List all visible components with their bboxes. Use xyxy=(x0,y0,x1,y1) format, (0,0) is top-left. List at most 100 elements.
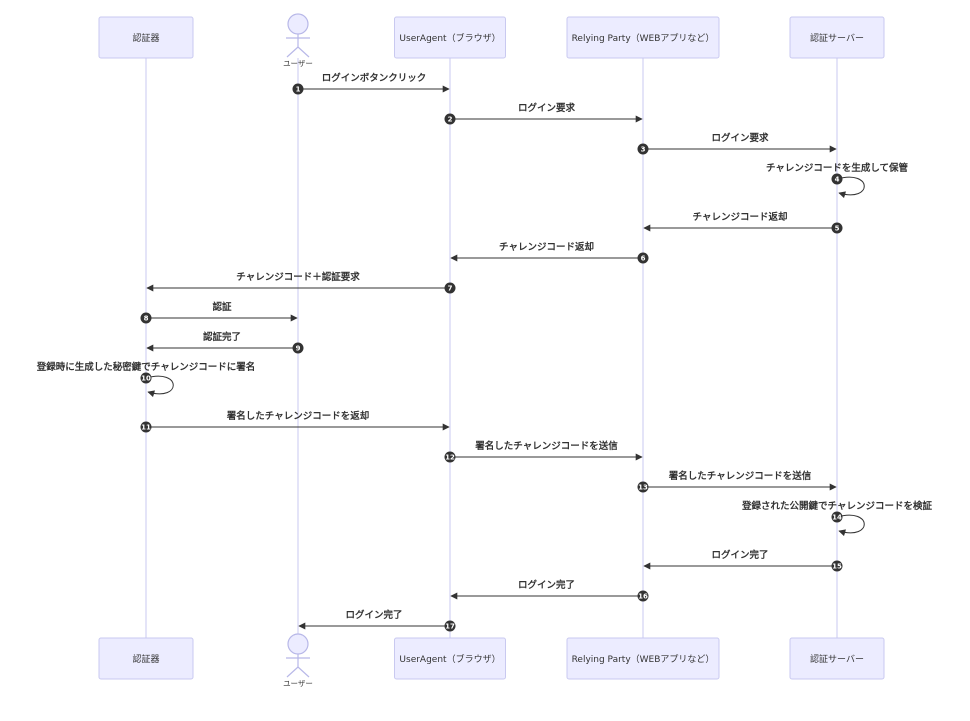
sequence-number-badge: 7 xyxy=(444,282,456,294)
message-2: ログイン要求 2 xyxy=(444,102,643,125)
participant-user-bottom: ユーザー xyxy=(283,633,313,688)
message-label: 登録時に生成した秘密鍵でチャレンジコードに署名 xyxy=(36,361,255,373)
message-17: ログイン完了 17 xyxy=(298,609,456,632)
sequence-number: 12 xyxy=(445,454,455,462)
participant-label: UserAgent（ブラウザ） xyxy=(399,32,500,44)
sequence-number-badge: 6 xyxy=(637,252,649,264)
participant-box xyxy=(98,637,194,680)
participant-label: 認証器 xyxy=(132,653,159,665)
participant-box xyxy=(394,637,506,680)
message-6: チャレンジコード返却 6 xyxy=(450,241,649,264)
message-8: 認証 8 xyxy=(140,301,298,324)
sequence-number-badge: 3 xyxy=(637,143,649,155)
message-label: ログイン完了 xyxy=(518,579,575,591)
message-label: 登録された公開鍵でチャレンジコードを検証 xyxy=(741,500,932,512)
participant-box xyxy=(566,16,720,59)
message-label: チャレンジコード返却 xyxy=(499,241,594,253)
message-15: ログイン完了 15 xyxy=(643,549,843,572)
sequence-number-badge: 9 xyxy=(292,342,304,354)
message-label: ログイン要求 xyxy=(518,102,576,114)
message-label: 認証完了 xyxy=(203,331,241,343)
sequence-number: 4 xyxy=(835,176,840,184)
message-label: チャレンジコード返却 xyxy=(693,211,788,223)
sequence-number: 13 xyxy=(638,484,648,492)
participant-ua-top: UserAgent（ブラウザ） xyxy=(394,16,506,59)
sequence-number-badge: 4 xyxy=(831,173,843,185)
message-label: ログイン要求 xyxy=(711,132,769,144)
participant-as-bottom: 認証サーバー xyxy=(789,637,885,680)
participant-label: ユーザー xyxy=(283,59,313,68)
participant-as-top: 認証サーバー xyxy=(789,16,885,59)
participant-box xyxy=(394,16,506,59)
participant-label: UserAgent（ブラウザ） xyxy=(399,653,500,665)
sequence-number: 9 xyxy=(296,345,301,353)
sequence-number: 14 xyxy=(832,514,842,522)
participant-auth-top: 認証器 xyxy=(98,16,194,59)
participant-label: 認証器 xyxy=(132,32,159,44)
message-arrow xyxy=(836,176,865,199)
message-11: 署名したチャレンジコードを返却 11 xyxy=(140,410,450,433)
participant-label: Relying Party（WEBアプリなど） xyxy=(572,33,715,44)
sequence-number-badge: 17 xyxy=(444,620,456,632)
sequence-number-badge: 8 xyxy=(140,312,152,324)
participant-label: 認証サーバー xyxy=(810,32,864,44)
participant-label: Relying Party（WEBアプリなど） xyxy=(572,654,715,665)
sequence-number: 16 xyxy=(638,593,648,601)
sequence-number: 6 xyxy=(641,255,646,263)
sequence-number: 11 xyxy=(141,424,151,432)
sequence-number: 1 xyxy=(296,86,301,94)
participant-label: ユーザー xyxy=(283,679,313,688)
participant-box xyxy=(98,16,194,59)
sequence-number-badge: 11 xyxy=(140,421,152,433)
message-5: チャレンジコード返却 5 xyxy=(643,211,843,234)
participant-rp-top: Relying Party（WEBアプリなど） xyxy=(566,16,720,59)
participant-ua-bottom: UserAgent（ブラウザ） xyxy=(394,637,506,680)
user-actor-icon xyxy=(286,633,310,678)
sequence-number: 17 xyxy=(445,623,455,631)
sequence-number-badge: 14 xyxy=(831,511,843,523)
message-4: チャレンジコードを生成して保管 4 xyxy=(766,162,909,199)
message-14: 登録された公開鍵でチャレンジコードを検証 14 xyxy=(741,500,932,537)
message-1: ログインボタンクリック 1 xyxy=(292,72,450,95)
sequence-number-badge: 16 xyxy=(637,590,649,602)
message-label: 認証 xyxy=(212,301,232,313)
message-13: 署名したチャレンジコードを送信 13 xyxy=(637,470,837,493)
message-label: ログイン完了 xyxy=(711,549,768,561)
participant-user-top: ユーザー xyxy=(283,13,313,68)
message-arrow xyxy=(145,375,174,398)
message-label: ログイン完了 xyxy=(345,609,402,621)
sequence-number-badge: 12 xyxy=(444,451,456,463)
message-label: 署名したチャレンジコードを送信 xyxy=(474,440,618,452)
sequence-number-badge: 2 xyxy=(444,113,456,125)
sequence-number: 7 xyxy=(448,285,453,293)
participant-box xyxy=(789,637,885,680)
message-label: 署名したチャレンジコードを送信 xyxy=(668,470,812,482)
message-label: チャレンジコードを生成して保管 xyxy=(766,162,909,174)
participant-auth-bottom: 認証器 xyxy=(98,637,194,680)
message-9: 認証完了 9 xyxy=(146,331,304,354)
participant-box xyxy=(566,637,720,680)
sequence-number: 2 xyxy=(448,116,453,124)
sequence-number: 15 xyxy=(832,563,842,571)
message-arrow xyxy=(836,514,865,537)
messages: ログインボタンクリック 1 ログイン要求 2 ログイン要求 3 チャレンジコードを生成して保… xyxy=(36,72,932,632)
message-16: ログイン完了 16 xyxy=(450,579,649,602)
sequence-number: 8 xyxy=(144,315,149,323)
sequence-number-badge: 10 xyxy=(140,372,152,384)
message-label: 署名したチャレンジコードを返却 xyxy=(226,410,369,422)
participant-box xyxy=(789,16,885,59)
message-3: ログイン要求 3 xyxy=(637,132,837,155)
sequence-number-badge: 15 xyxy=(831,560,843,572)
sequence-number: 5 xyxy=(835,225,840,233)
message-label: ログインボタンクリック xyxy=(322,72,427,84)
user-actor-icon xyxy=(286,13,310,58)
message-12: 署名したチャレンジコードを送信 12 xyxy=(444,440,643,463)
participant-label: 認証サーバー xyxy=(810,653,864,665)
sequence-number-badge: 5 xyxy=(831,222,843,234)
message-10: 登録時に生成した秘密鍵でチャレンジコードに署名 10 xyxy=(36,361,255,398)
sequence-number: 10 xyxy=(141,375,151,383)
